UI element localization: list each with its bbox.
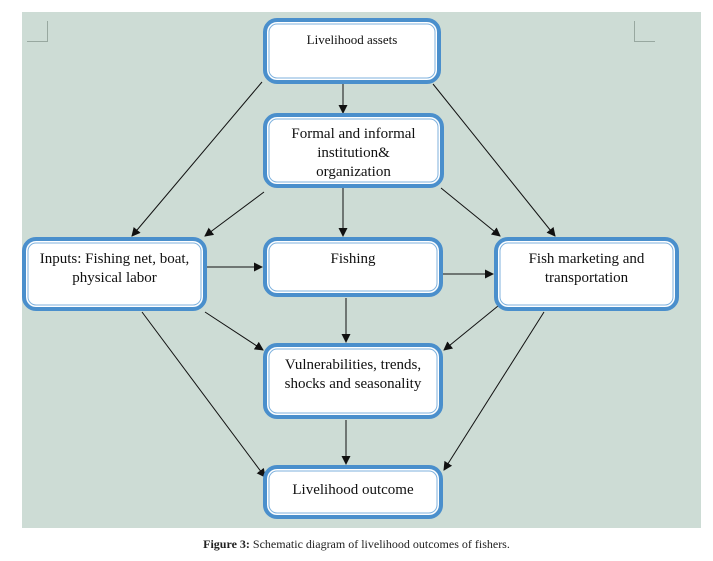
- figure-caption: Figure 3: Schematic diagram of livelihoo…: [0, 537, 713, 552]
- arrow-assets-to-inputs: [131, 81, 263, 237]
- node-label: Livelihood assets: [306, 32, 398, 47]
- caption-label: Figure 3:: [203, 537, 250, 551]
- node-label: Fishing: [330, 251, 376, 267]
- node-fishing: Fishing: [263, 237, 443, 297]
- node-label: Formal and informal institution& organiz…: [291, 126, 416, 180]
- node-vulnerabilities: Vulnerabilities, trends, shocks and seas…: [263, 343, 443, 419]
- arrow-inputs-to-vulnerabilities: [204, 311, 264, 351]
- crop-mark-top-left: [27, 21, 48, 42]
- node-label: Fish marketing and transportation: [528, 251, 645, 286]
- arrow-inputs-to-outcome: [141, 311, 266, 478]
- arrow-marketing-to-outcome: [443, 311, 545, 471]
- arrow-marketing-to-vulnerabilities: [443, 305, 499, 351]
- node-formal-informal-institution: Formal and informal institution& organiz…: [263, 113, 444, 188]
- node-label: Inputs: Fishing net, boat, physical labo…: [39, 251, 190, 286]
- node-label: Livelihood outcome: [292, 482, 414, 498]
- node-fish-marketing: Fish marketing and transportation: [494, 237, 679, 311]
- node-label: Vulnerabilities, trends, shocks and seas…: [284, 357, 422, 392]
- arrow-assets-to-marketing: [432, 83, 556, 237]
- arrow-institution-to-inputs: [204, 191, 265, 237]
- caption-text: Schematic diagram of livelihood outcomes…: [249, 537, 510, 551]
- node-livelihood-outcome: Livelihood outcome: [263, 465, 443, 519]
- crop-mark-top-right: [634, 21, 655, 42]
- node-livelihood-assets: Livelihood assets: [263, 18, 441, 84]
- arrow-institution-to-marketing: [440, 187, 501, 237]
- node-inputs: Inputs: Fishing net, boat, physical labo…: [22, 237, 207, 311]
